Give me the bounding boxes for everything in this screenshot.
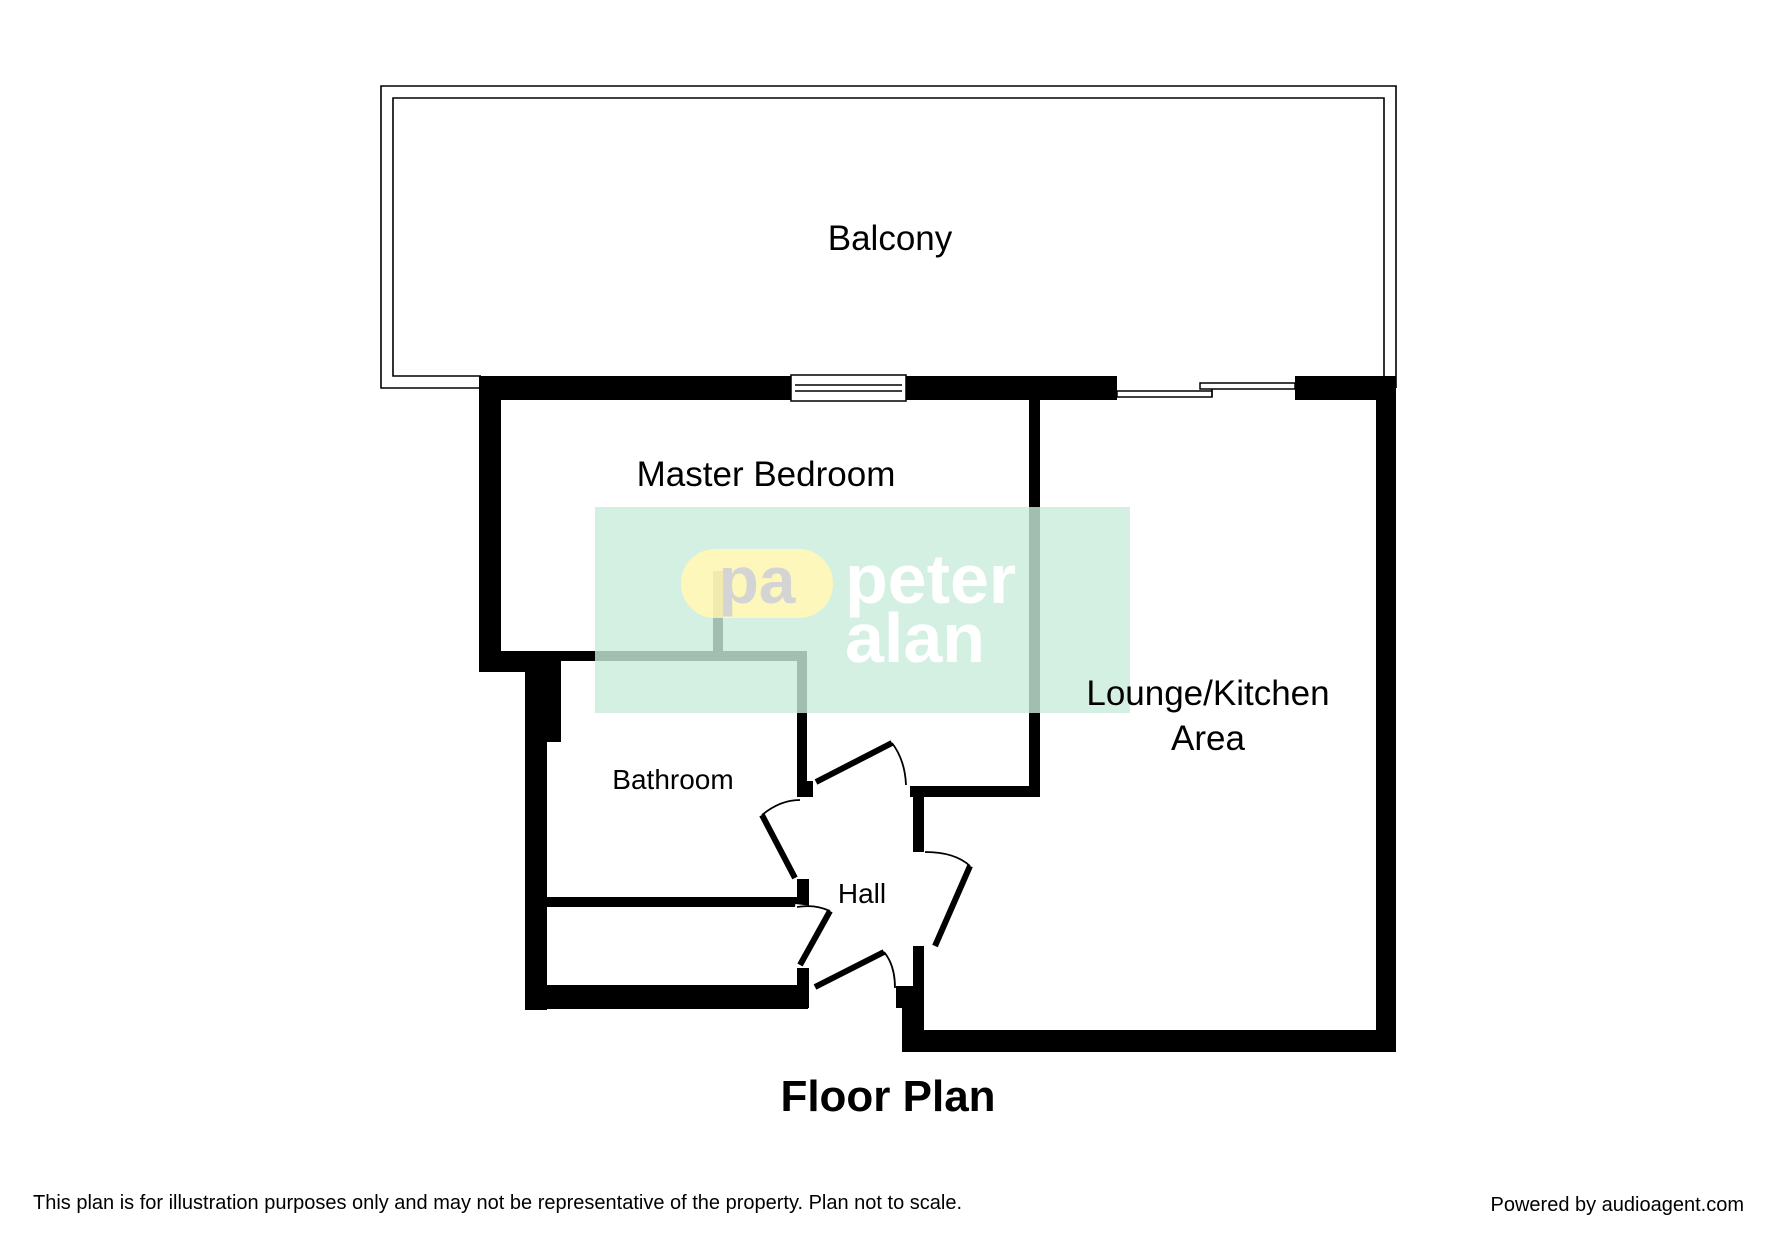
- powered-by-text: Powered by audioagent.com: [1490, 1194, 1745, 1216]
- watermark-name-line2: alan: [845, 599, 985, 677]
- balcony-sliding-door: [1116, 382, 1296, 398]
- lounge-kitchen-label-line1: Lounge/Kitchen: [1086, 674, 1329, 713]
- watermark-badge: [681, 549, 833, 618]
- hall-label: Hall: [838, 878, 886, 909]
- balcony-outline: [380, 85, 1397, 389]
- bedroom-window: [790, 374, 907, 402]
- watermark-badge-text: pa: [718, 543, 796, 617]
- floor-plan-title: Floor Plan: [780, 1072, 995, 1121]
- lounge-kitchen-label-line2: Area: [1171, 719, 1245, 758]
- balcony-label: Balcony: [828, 219, 953, 258]
- master-bedroom-label: Master Bedroom: [637, 455, 896, 494]
- watermark-name-line1: peter: [845, 540, 1016, 618]
- disclaimer-text: This plan is for illustration purposes o…: [33, 1192, 963, 1214]
- watermark-logo: pa peter alan: [595, 507, 1130, 713]
- door-swings: [759, 740, 973, 990]
- walls: [479, 376, 1396, 1052]
- watermark-background: [595, 507, 1130, 713]
- bathroom-label: Bathroom: [612, 764, 733, 795]
